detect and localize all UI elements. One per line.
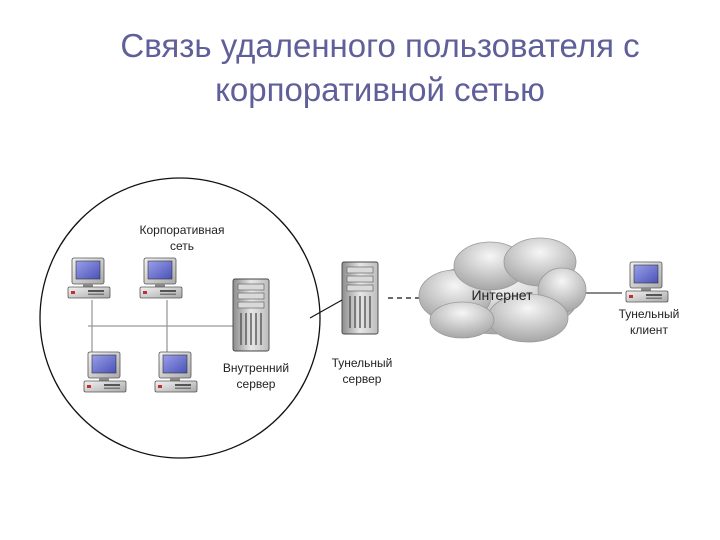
corporate-workstation-icon [154, 351, 198, 393]
corporate-workstation-icon [67, 257, 111, 299]
corporate-network-label-line1: Корпоративная [140, 223, 225, 237]
slide-title-line1: Связь удаленного пользователя с [120, 27, 640, 64]
internet-cloud-icon [418, 237, 587, 343]
corporate-workstation-icon [139, 257, 183, 299]
tunnel-client-label-line1: Тунельный [619, 307, 680, 321]
internet-label: Интернет [471, 287, 533, 303]
tunnel-client-label-line2: клиент [630, 323, 668, 337]
internal-server-label-line1: Внутренний [223, 361, 289, 375]
lan-bus [88, 300, 240, 354]
tunnel-server-label-line1: Тунельный [332, 356, 393, 370]
internal-server-label-line2: сервер [237, 377, 276, 391]
tunnel-server-label-line2: сервер [343, 372, 382, 386]
corporate-workstation-icon [83, 351, 127, 393]
slide-title-line2: корпоративной сетью [215, 71, 545, 108]
corporate-network-label-line2: сеть [170, 239, 194, 253]
tunnel-client-workstation-icon [625, 261, 669, 303]
tunnel-server-link [309, 299, 343, 319]
corporate-network-boundary [39, 177, 321, 459]
slide-title: Связь удаленного пользователя с корпорат… [60, 24, 700, 112]
tunnel-server-icon [341, 261, 379, 335]
internal-server-icon [232, 278, 270, 352]
